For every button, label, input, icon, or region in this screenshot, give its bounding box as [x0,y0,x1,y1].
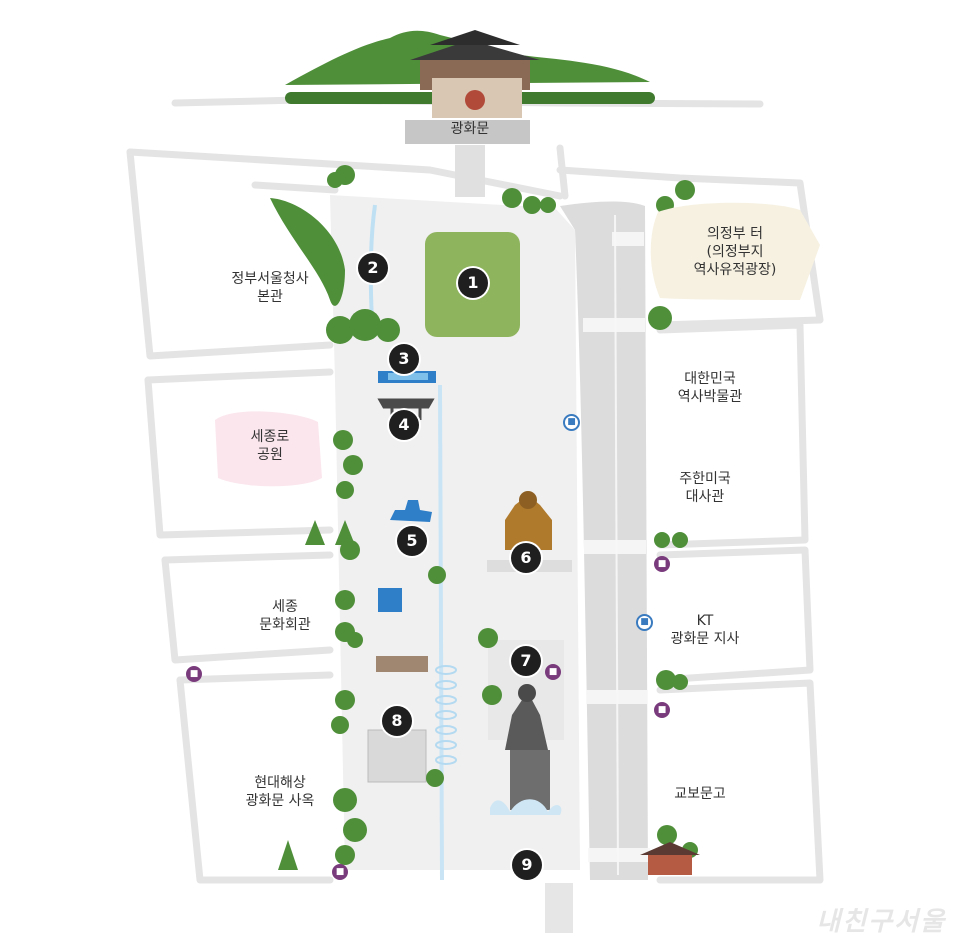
uijeongbu-site-area [650,202,820,300]
label-hyundai-marine: 현대해상 광화문 사옥 [245,775,315,809]
label-sejongro-park: 세종로 공원 [250,429,290,463]
water-channel [438,384,444,881]
north-crosswalk [455,145,485,197]
label-us-embassy: 주한미국 대사관 [679,471,731,505]
marker-9[interactable]: 9 [512,850,542,880]
bench-feature [376,656,428,672]
bus-stop-icon[interactable]: ■ [545,664,561,680]
label-history-museum: 대한민국 역사박물관 [677,371,743,405]
label-gwanghwamun: 광화문 [450,121,490,137]
block-outlines [126,96,824,884]
kyobo-gazebo [640,842,700,875]
bus-stop-icon[interactable]: ■ [654,556,670,572]
road-crosswalks [583,232,650,862]
fountain-feature-5 [390,500,432,522]
sejongro-park-area [215,411,322,487]
marker-3[interactable]: 3 [389,344,419,374]
admiral-yi-statue [490,684,562,815]
bus-stop-icon[interactable]: ■ [654,702,670,718]
history-water-grid [367,729,427,783]
marker-6[interactable]: 6 [511,543,541,573]
marker-5[interactable]: 5 [397,526,427,556]
transit-stop-icon[interactable]: ■ [563,414,580,431]
king-sejong-statue [487,491,572,572]
water-jets [435,665,457,765]
transit-stop-icon[interactable]: ■ [636,614,653,631]
marker-7[interactable]: 7 [511,646,541,676]
marker-8[interactable]: 8 [382,706,412,736]
label-kyobo: 교보문고 [674,786,726,802]
pool-water [388,373,428,380]
gwanghwamun-gate [285,30,655,144]
label-kt-branch: KT 광화문 지사 [670,613,740,647]
label-sejong-center: 세종 문화회관 [259,599,311,633]
label-government-complex: 정부서울청사 본관 [231,271,309,305]
watermark-logo: 내친구서울 [816,907,946,937]
marker-1[interactable]: 1 [458,268,488,298]
marker-2[interactable]: 2 [358,253,388,283]
trees [270,165,698,870]
south-crosswalk [545,883,573,933]
marker-4[interactable]: 4 [389,410,419,440]
blue-square-feature [378,588,402,612]
bus-stop-icon[interactable]: ■ [186,666,202,682]
bus-stop-icon[interactable]: ■ [332,864,348,880]
label-uijeongbu-site: 의정부 터 (의정부지 역사유적광장) [693,226,777,278]
